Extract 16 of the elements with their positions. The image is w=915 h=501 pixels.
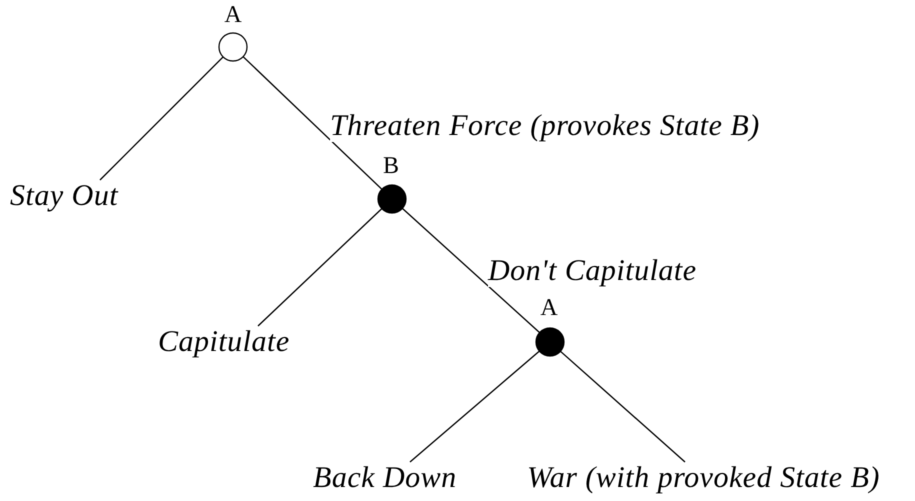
player-label: A [540, 295, 558, 321]
branch-line [100, 56, 224, 180]
filled-decision-node [377, 184, 407, 214]
branch-line [410, 350, 540, 462]
branch-line [402, 208, 540, 334]
player-label: B [383, 153, 399, 179]
outcome-label: Back Down [313, 462, 457, 494]
branch-line [258, 208, 382, 326]
outcome-label: War (with provoked State B) [527, 462, 880, 494]
branch-line [242, 56, 382, 190]
filled-decision-node [535, 327, 565, 357]
outcome-label: Capitulate [158, 326, 290, 358]
open-decision-node [218, 32, 248, 62]
player-label: A [224, 2, 242, 28]
branch-line [560, 350, 686, 462]
outcome-label: Stay Out [10, 180, 118, 212]
